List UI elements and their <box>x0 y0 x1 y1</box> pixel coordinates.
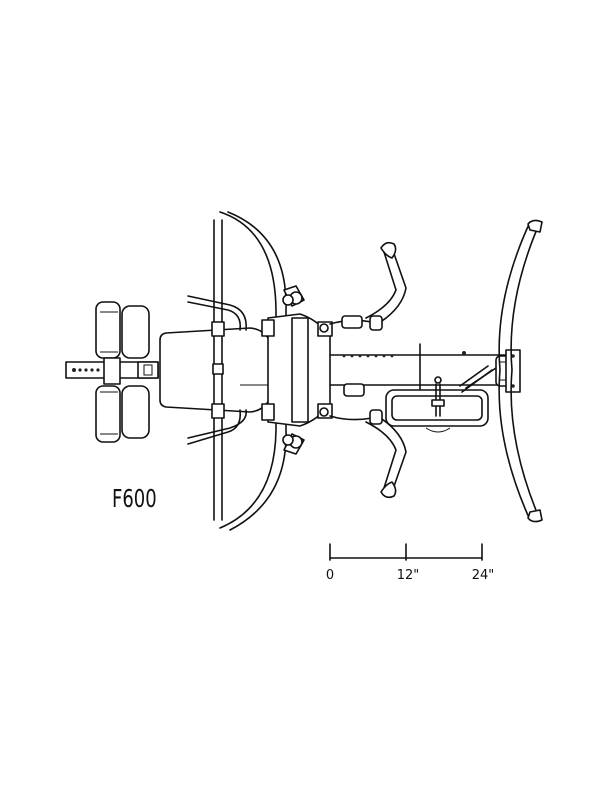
scale-label-24: 24" <box>472 568 495 583</box>
weight-stack <box>385 376 489 433</box>
right-arc-bar <box>498 219 543 523</box>
pivot-housing <box>261 285 373 455</box>
leg-pad-assembly <box>65 301 159 443</box>
press-arms <box>365 241 407 499</box>
model-label: F600 <box>112 485 157 514</box>
left-arc-bar <box>211 211 287 531</box>
scale-bar: 0 12" 24" <box>326 543 495 583</box>
scale-label-12: 12" <box>397 568 420 583</box>
scale-label-0: 0 <box>326 568 334 583</box>
seat-handles <box>187 295 247 445</box>
